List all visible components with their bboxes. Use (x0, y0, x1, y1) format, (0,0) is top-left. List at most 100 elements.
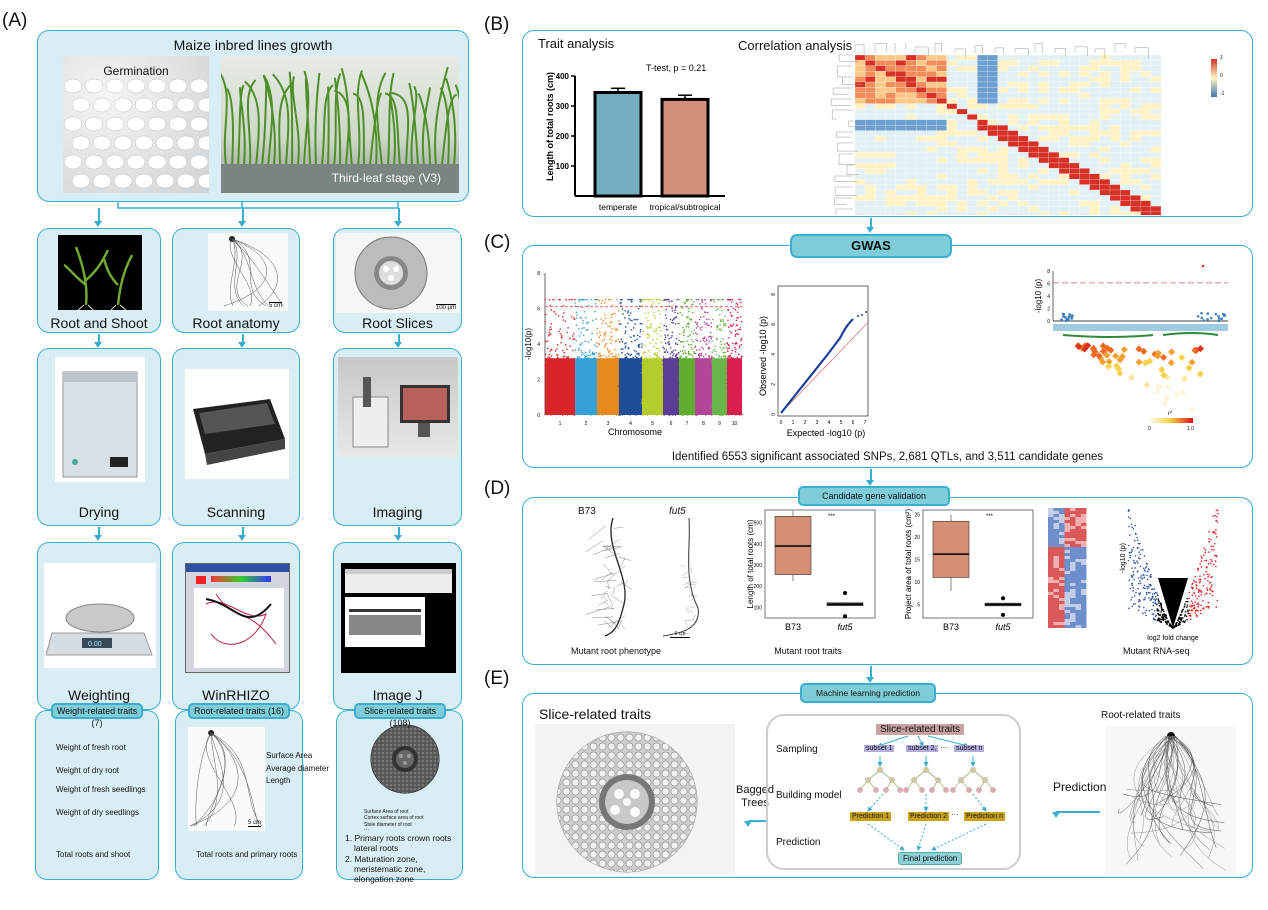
box-b73 (932, 520, 970, 578)
heatmap-cell (1079, 76, 1090, 83)
heatmap-cell (1038, 135, 1049, 142)
snp-point (658, 349, 661, 352)
heatmap-cell (936, 173, 947, 180)
snp-point (1200, 311, 1203, 315)
heatmap-cell (1018, 130, 1029, 137)
snp-point (732, 307, 735, 310)
snp-point (614, 356, 617, 358)
heatmap-cell (956, 146, 968, 153)
heatmap-cell (1109, 162, 1121, 169)
heatmap-cell (854, 168, 866, 174)
volcano-point (1152, 601, 1154, 604)
snp-point (665, 328, 668, 331)
heatmap-cell (905, 60, 917, 66)
heatmap-cell (1140, 76, 1151, 83)
seedling-leaf (408, 82, 419, 167)
snp-point (719, 340, 722, 343)
heatmap-cell (865, 103, 876, 110)
heatmap-cell (956, 60, 968, 66)
y-tick-label: 4 (771, 353, 777, 356)
petri-dish (84, 154, 104, 170)
expression-cell (1059, 571, 1065, 574)
heatmap-cell (1130, 98, 1141, 104)
volcano-point (1187, 610, 1189, 613)
expression-cell (1048, 565, 1054, 568)
heatmap-cell (1007, 211, 1019, 215)
top-node: Slice-related traits (876, 724, 965, 735)
snp-point (640, 356, 642, 359)
heatmap-cell (905, 179, 917, 185)
snp-point (694, 331, 697, 334)
snp-point (580, 349, 583, 352)
snp-point (629, 319, 631, 321)
chromosome-1 (544, 298, 576, 416)
snp-point (722, 338, 724, 340)
heatmap-cell (1079, 71, 1090, 77)
heatmap-cell (1120, 146, 1131, 153)
volcano-point (1129, 587, 1132, 590)
heatmap-cell (1079, 87, 1090, 93)
heatmap-cell (1089, 152, 1100, 158)
snp-point (734, 335, 737, 337)
expression-cell (1081, 622, 1087, 625)
root-strand (1153, 735, 1196, 832)
heatmap-cell (1018, 125, 1029, 131)
volcano-point (1180, 619, 1182, 622)
heatmap-cell (997, 146, 1009, 153)
heatmap-cell (936, 65, 947, 72)
volcano-point (1202, 584, 1205, 587)
heatmap-cell (905, 98, 917, 104)
expression-cell (1070, 511, 1076, 514)
snp-point (657, 326, 660, 328)
bagged-trees-label: Bagged Trees (736, 784, 774, 809)
expression-cell (1059, 577, 1065, 580)
dendrogram-branch (835, 208, 853, 215)
y-tick-label: 500 (754, 521, 763, 527)
snp-point (639, 300, 642, 303)
snp-point (1206, 312, 1210, 315)
heatmap-cell (936, 130, 947, 137)
trait-item: Surface Area of root (364, 809, 409, 815)
expression-cell (1048, 553, 1054, 556)
phenotype-caption: Mutant root phenotype (571, 646, 662, 656)
heatmap-cell (997, 173, 1009, 180)
heatmap-cell (1028, 76, 1039, 83)
heatmap-cell (1079, 92, 1090, 99)
heatmap-cell (1018, 114, 1029, 120)
volcano-point (1148, 568, 1150, 571)
heatmap-cell (1018, 162, 1029, 169)
snp-point (660, 341, 663, 343)
snp-point (639, 328, 642, 331)
tree-node (943, 787, 949, 793)
expression-cell (1048, 520, 1054, 523)
snp-point (707, 311, 709, 314)
root-traits-photo: 5 cm (188, 727, 265, 831)
petri-dish (113, 97, 133, 113)
lateral-root (618, 556, 632, 561)
snp-point (665, 325, 668, 328)
seedling-leaf (237, 84, 245, 167)
snp-point (620, 298, 623, 301)
snp-point (671, 335, 673, 337)
snp-point (593, 356, 596, 359)
snp-point (636, 338, 638, 341)
heatmap-cell (946, 157, 958, 164)
seedling-leaf (304, 78, 311, 167)
heatmap-cell (1048, 135, 1060, 142)
heatmap-cell (854, 92, 866, 99)
petri-dish (189, 78, 209, 94)
heatmap-cell (936, 54, 947, 61)
snp-density (663, 358, 679, 415)
snp-point (740, 337, 743, 340)
volcano-point (1200, 604, 1203, 607)
lateral-root (624, 580, 628, 587)
heatmap-cell (1058, 60, 1070, 66)
expression-cell (1048, 601, 1054, 604)
heatmap-cell (1058, 146, 1070, 153)
heatmap-cell (1028, 168, 1039, 174)
lateral-root (593, 580, 617, 583)
volcano-point (1132, 587, 1134, 589)
heatmap-cell (1079, 157, 1090, 164)
expression-cell (1064, 556, 1070, 559)
heatmap-cell (936, 168, 947, 174)
